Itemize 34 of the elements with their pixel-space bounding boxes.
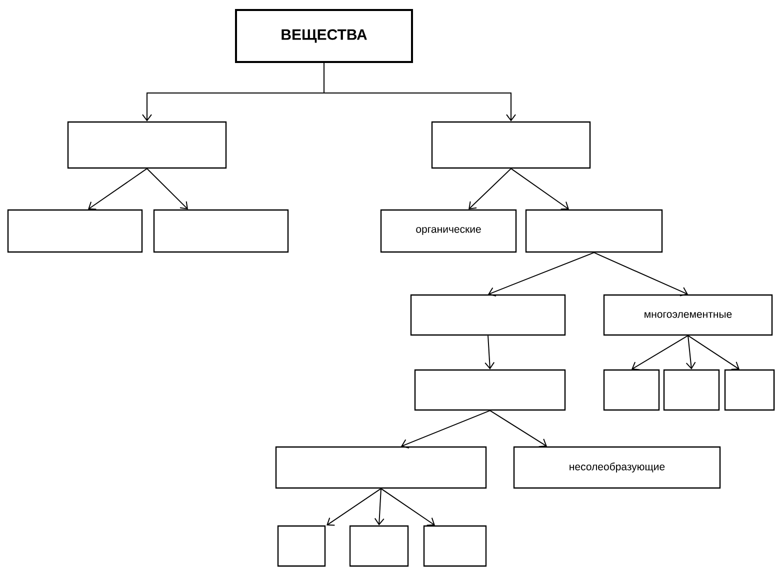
empty-box (603, 369, 660, 411)
arrow (146, 168, 188, 210)
category-box: органические (380, 209, 517, 253)
arrow (326, 488, 382, 526)
arrow (374, 488, 384, 526)
empty-box (349, 525, 409, 567)
category-box: несолеобразующие (513, 446, 721, 489)
empty-box (275, 446, 487, 489)
empty-box (7, 209, 143, 253)
empty-box (525, 209, 663, 253)
arrow (632, 335, 688, 370)
empty-box (724, 369, 775, 411)
arrow (688, 335, 740, 370)
empty-box (67, 121, 227, 169)
arrow (594, 252, 688, 296)
arrow (488, 252, 594, 297)
arrow (380, 488, 435, 526)
category-box: многоэлементные (603, 294, 773, 336)
empty-box (153, 209, 289, 253)
arrow (484, 335, 495, 370)
empty-box (423, 525, 487, 567)
empty-box (414, 369, 566, 411)
arrow (88, 168, 148, 210)
arrow (401, 410, 490, 449)
empty-box (410, 294, 566, 336)
empty-box (277, 525, 326, 567)
title-box: ВЕЩЕСТВА (235, 9, 413, 63)
arrow (510, 168, 570, 210)
arrow (490, 410, 548, 448)
empty-box (431, 121, 591, 169)
arrow (468, 168, 512, 210)
empty-box (663, 369, 720, 411)
arrow (686, 335, 696, 370)
arrow (324, 62, 516, 122)
